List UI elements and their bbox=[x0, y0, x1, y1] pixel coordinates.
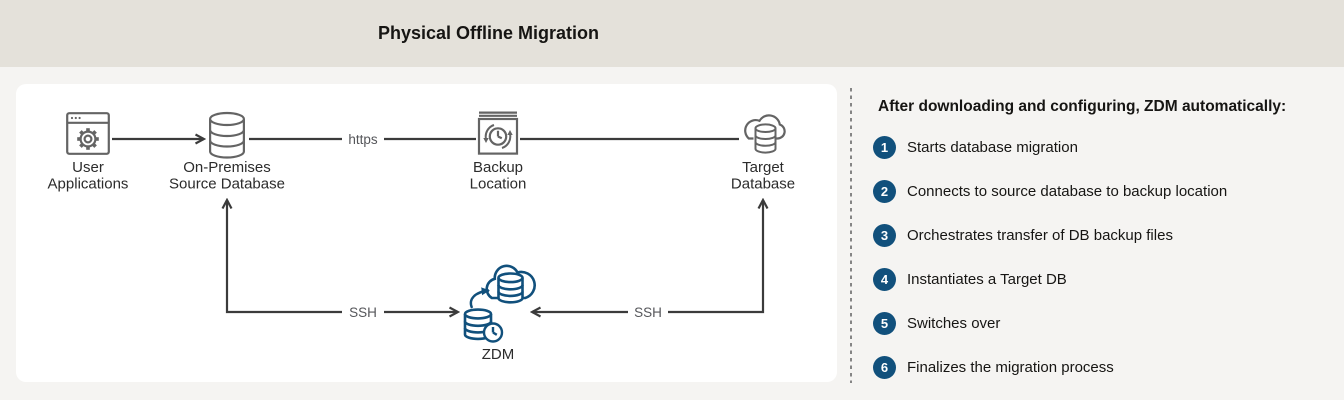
sidebar-heading: After downloading and configuring, ZDM a… bbox=[878, 98, 1287, 115]
step-number-badge: 6 bbox=[873, 356, 896, 379]
dashed-divider bbox=[850, 88, 852, 383]
zdm-cloud bbox=[485, 264, 536, 300]
https-label: https bbox=[348, 132, 378, 147]
step-row-2: 2 Connects to source database to backup … bbox=[873, 180, 1338, 203]
source-database-label-2: Source Database bbox=[169, 176, 285, 193]
zdm-sync-arrow bbox=[469, 287, 490, 309]
step-row-5: 5 Switches over bbox=[873, 312, 1338, 335]
browser-dots bbox=[70, 116, 81, 120]
zdm-label: ZDM bbox=[482, 346, 515, 363]
diagram-panel: https SSH SSH bbox=[16, 84, 837, 382]
title-banner: Physical Offline Migration bbox=[0, 0, 1344, 67]
connector-zdm-to-sourcedb bbox=[227, 200, 342, 314]
source-database-label-1: On-Premises bbox=[183, 159, 271, 176]
zdm-cloud-sync-icon bbox=[463, 264, 536, 343]
target-database-label-1: Target bbox=[742, 159, 785, 176]
step-text: Switches over bbox=[907, 314, 1001, 332]
backup-location-label-1: Backup bbox=[473, 159, 523, 176]
step-row-6: 6 Finalizes the migration process bbox=[873, 356, 1338, 379]
backup-location-label-2: Location bbox=[470, 176, 527, 193]
step-text: Orchestrates transfer of DB backup files bbox=[907, 226, 1173, 244]
user-applications-label-2: Applications bbox=[48, 176, 129, 193]
cloud-database-icon bbox=[744, 114, 786, 154]
ssh-left-label: SSH bbox=[349, 305, 377, 320]
browser-gear-icon bbox=[66, 112, 110, 155]
backup-clock-icon bbox=[477, 111, 519, 155]
step-number-badge: 1 bbox=[873, 136, 896, 159]
step-text: Finalizes the migration process bbox=[907, 358, 1114, 376]
step-row-3: 3 Orchestrates transfer of DB backup fil… bbox=[873, 224, 1338, 247]
step-text: Instantiates a Target DB bbox=[907, 270, 1067, 288]
target-database-label-2: Database bbox=[731, 176, 795, 193]
step-text: Starts database migration bbox=[907, 138, 1078, 156]
step-number-badge: 4 bbox=[873, 268, 896, 291]
step-number-badge: 2 bbox=[873, 180, 896, 203]
connector-zdm-to-target bbox=[668, 200, 763, 314]
steps-list: 1 Starts database migration 2 Connects t… bbox=[873, 136, 1338, 379]
step-number-badge: 3 bbox=[873, 224, 896, 247]
step-text: Connects to source database to backup lo… bbox=[907, 182, 1228, 200]
migration-diagram: https SSH SSH bbox=[48, 111, 796, 363]
user-applications-label-1: User bbox=[72, 159, 104, 176]
step-row-4: 4 Instantiates a Target DB bbox=[873, 268, 1338, 291]
ssh-right-label: SSH bbox=[634, 305, 662, 320]
steps-sidebar: After downloading and configuring, ZDM a… bbox=[873, 99, 1338, 379]
page-title: Physical Offline Migration bbox=[378, 23, 600, 43]
step-row-1: 1 Starts database migration bbox=[873, 136, 1338, 159]
node-labels: User Applications On-Premises Source Dat… bbox=[48, 159, 796, 363]
step-number-badge: 5 bbox=[873, 312, 896, 335]
zdm-cloud-database bbox=[497, 272, 524, 304]
database-icon bbox=[209, 111, 245, 159]
